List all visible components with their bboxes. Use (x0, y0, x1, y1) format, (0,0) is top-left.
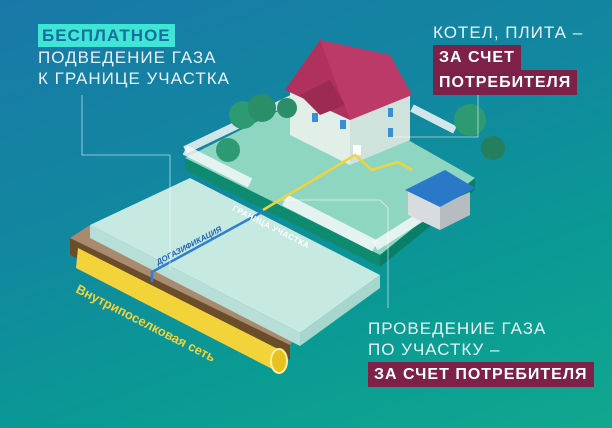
garage-side (440, 192, 470, 230)
callout-boiler-stove: КОТЕЛ, ПЛИТА – ЗА СЧЕТ ПОТРЕБИТЕЛЯ (433, 22, 583, 95)
leader-line-boiler (393, 88, 479, 138)
boundary-strip (185, 158, 380, 267)
pavement-slab (90, 178, 380, 333)
boiler-line-1: КОТЕЛ, ПЛИТА – (433, 23, 584, 42)
pavement-slab-edge (300, 275, 380, 346)
fence-back (410, 104, 457, 134)
house-side-wall (350, 92, 410, 165)
free-highlight: БЕСПЛАТНОЕ (38, 24, 175, 47)
fence-front (182, 145, 253, 188)
tree-3 (216, 138, 240, 162)
porch-roof (300, 80, 345, 115)
house-roof-side (320, 40, 412, 120)
house-front-wall (290, 90, 350, 165)
property-lot (185, 90, 475, 255)
boiler-highlight-2: ПОТРЕБИТЕЛЯ (433, 70, 578, 95)
boiler-highlight-1: ЗА СЧЕТ (433, 45, 521, 70)
free-line-2: К ГРАНИЦЕ УЧАСТКА (38, 69, 230, 88)
fence-front-right (282, 194, 378, 252)
garage-roof (405, 170, 475, 207)
house-window-4 (388, 128, 393, 137)
onsite-line-1: ПРОВЕДЕНИЕ ГАЗА (368, 319, 547, 338)
tree-6 (481, 136, 505, 160)
tree-2 (248, 94, 276, 122)
onsite-highlight: ЗА СЧЕТ ПОТРЕБИТЕЛЯ (368, 362, 594, 387)
free-line-1: ПОДВЕДЕНИЕ ГАЗА (38, 48, 217, 67)
onsite-gas-pipe (262, 153, 413, 212)
tree-4 (277, 98, 297, 118)
onsite-line-2: ПО УЧАСТКУ – (368, 340, 501, 359)
house-window-3 (388, 108, 393, 117)
tree-5 (454, 104, 486, 136)
pavement-slab-front (90, 225, 300, 346)
callout-free-connection: БЕСПЛАТНОЕ ПОДВЕДЕНИЕ ГАЗА К ГРАНИЦЕ УЧА… (38, 24, 230, 89)
house-window-2 (340, 120, 346, 129)
gas-main-pipe-end (270, 348, 288, 374)
leader-line-free (81, 95, 171, 270)
house-window-1 (312, 113, 318, 122)
garage-wall (408, 190, 440, 230)
gas-main-pipe (76, 248, 280, 372)
gasification-pipe (150, 210, 263, 282)
callout-onsite-piping: ПРОВЕДЕНИЕ ГАЗА ПО УЧАСТКУ – ЗА СЧЕТ ПОТ… (368, 318, 594, 387)
leader-line-onsite (283, 199, 389, 308)
gas-meter (353, 145, 361, 155)
